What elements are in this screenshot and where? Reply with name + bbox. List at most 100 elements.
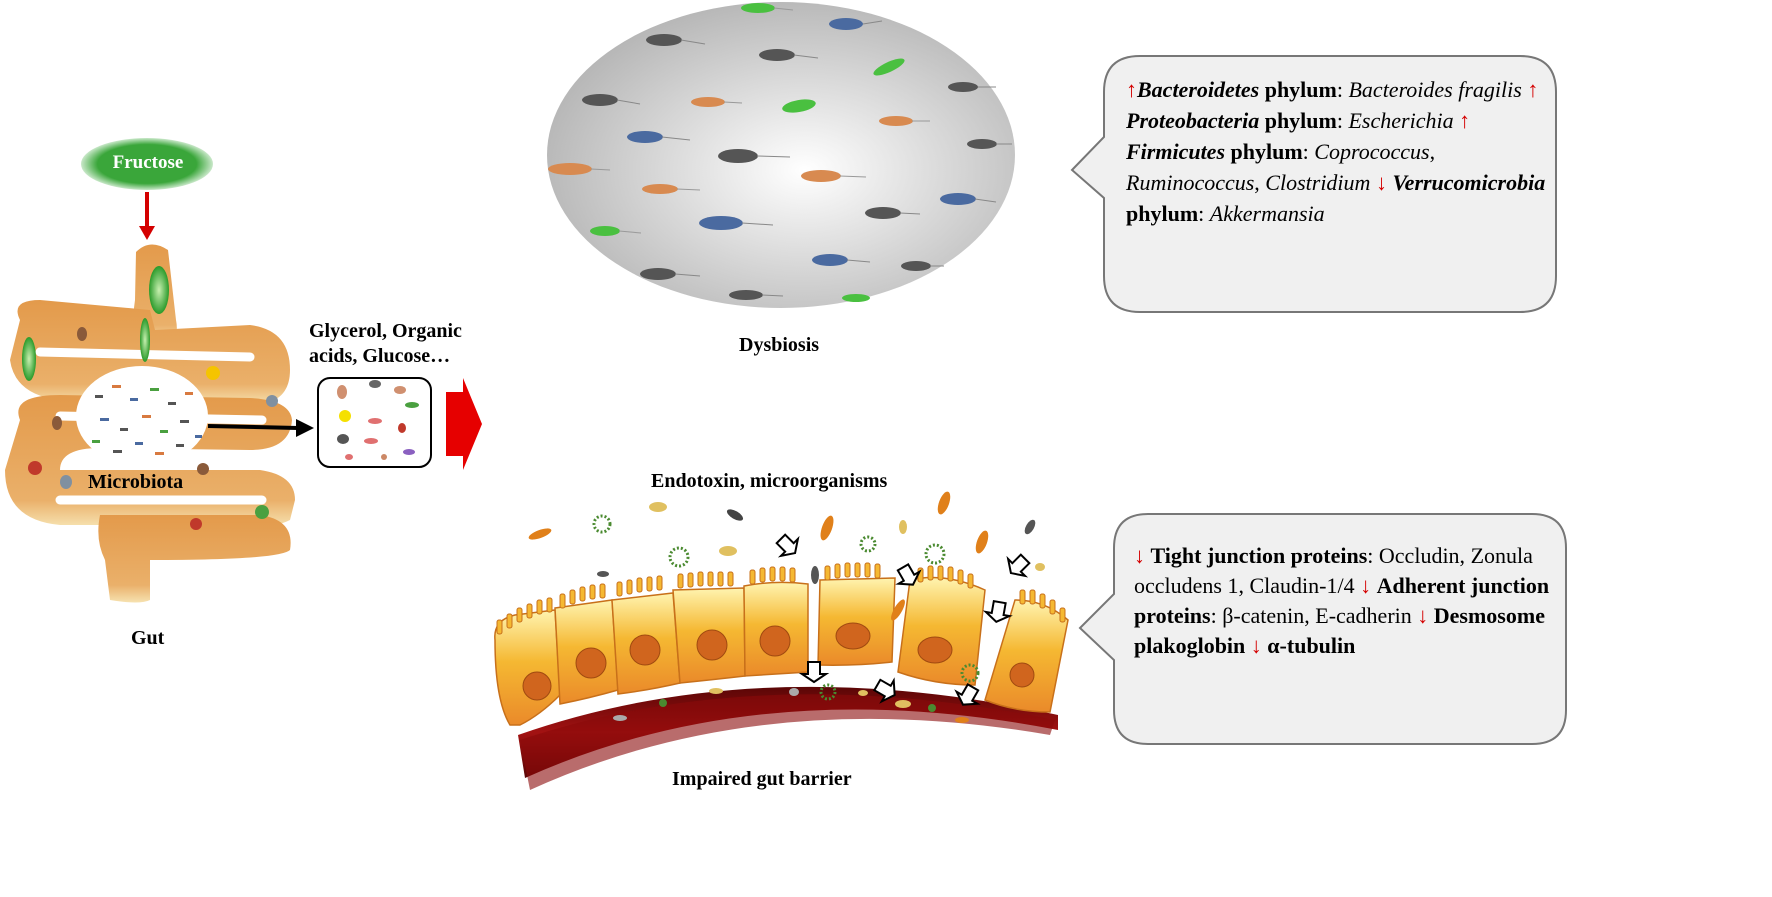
bacterium-icon: [901, 261, 944, 271]
panel-row-firmicutes: ↑ Firmicutes phylum: Coprococcus,: [1126, 108, 1471, 164]
bacterium-icon: [899, 520, 907, 534]
panel-row-adherent-junction: ↓ Adherent junction proteins: β-catenin,: [1134, 573, 1550, 628]
bacterium-icon: [1035, 563, 1045, 571]
bacterium-icon: [642, 184, 701, 194]
dysbiosis-circle: [547, 2, 1015, 308]
panel-row-tight-junction-cont: Zonula occludens 1, Claudin-1/4: [1134, 543, 1533, 598]
fructose-bubble: [81, 138, 213, 190]
arrow-down-icon: ↓: [1250, 633, 1268, 658]
bacterium-icon: [640, 268, 701, 280]
panel-row-proteobacteria: ↑ Proteobacteria phylum: Escherichia: [1126, 77, 1539, 133]
panel-row-tight-junction: ↓ Tight junction proteins: Occludin,: [1134, 543, 1466, 568]
fructose-to-gut-arrow: [139, 192, 155, 240]
microbiota-label: Microbiota: [88, 471, 184, 493]
bacterium-icon: [842, 294, 870, 302]
bacterium-icon: [975, 530, 989, 554]
panel-row-bacteroidetes: ↑Bacteroidetes phylum: Bacteroides: [1126, 77, 1453, 102]
translocation-arrows: [775, 533, 1031, 706]
bacterium-icon: [1024, 519, 1036, 535]
fructose-label: Fructose: [112, 152, 184, 173]
arrow-down-icon: ↓: [1360, 573, 1377, 598]
bacterium-icon: [967, 139, 1012, 149]
dysbiosis-panel: ↑Bacteroidetes phylum: Bacteroides fragi…: [1126, 74, 1546, 229]
bacterium-icon: [801, 170, 867, 182]
bacterium-icon: [597, 571, 609, 577]
fructose-capsule: [149, 266, 169, 314]
virus-icon: [924, 543, 946, 565]
virus-icon: [819, 683, 837, 701]
bacterium-icon: [649, 502, 667, 512]
virus-icon: [859, 535, 877, 553]
bacterium-icon: [812, 254, 871, 266]
arrow-up-icon: ↑: [1126, 77, 1137, 102]
arrow-up-icon: ↑: [1459, 108, 1471, 133]
bacterium-icon: [879, 116, 930, 126]
bacterium-icon: [865, 207, 921, 219]
bacterium-icon: [782, 99, 816, 113]
bacterium-icon: [873, 58, 905, 76]
hollow-arrow-icon: [1006, 553, 1031, 578]
epithelial-cells: [494, 562, 1069, 726]
arrow-up-icon: ↑: [1527, 77, 1539, 102]
microbiota-bacteria: [92, 385, 202, 455]
bacterium-icon: [891, 599, 905, 621]
metabolites-box: [317, 377, 432, 468]
bacterium-icon: [811, 566, 819, 584]
arrow-down-icon: ↓: [1417, 603, 1434, 628]
bacterium-icon: [646, 34, 706, 46]
barrier-callout-shape: [1078, 513, 1567, 745]
panel-row-bacteroidetes-cont: fragilis: [1458, 77, 1522, 102]
panel-row-adherent-junction-cont: E-cadherin: [1315, 603, 1412, 628]
fructose-capsule: [22, 337, 36, 381]
barrier-panel: ↓ Tight junction proteins: Occludin, Zon…: [1134, 541, 1564, 661]
bacterium-icon: [719, 546, 737, 556]
bacterium-icon: [820, 515, 834, 541]
arrow-down-icon: ↓: [1375, 170, 1393, 195]
red-arrow-icon: [446, 378, 482, 470]
hollow-arrow-icon: [954, 682, 981, 706]
microbiota-to-metabolites-arrow: [207, 419, 314, 437]
bacterium-icon: [582, 94, 641, 106]
bacterium-icon: [548, 163, 611, 175]
bacterium-icon: [718, 149, 791, 163]
blood-vessel: [518, 686, 1058, 790]
bacterium-icon: [726, 509, 744, 521]
endotoxin-label: Endotoxin, microorganisms: [651, 470, 888, 492]
bacterium-icon: [829, 18, 883, 30]
hollow-arrow-icon: [872, 677, 896, 704]
hollow-arrow-icon: [982, 599, 1013, 624]
panel-row-verrucomicrobia: ↓ Verrucomicrobia phylum:: [1126, 170, 1546, 226]
fructose-capsule: [140, 318, 150, 362]
impaired-barrier-label: Impaired gut barrier: [672, 768, 852, 790]
bacterium-icon: [691, 97, 743, 107]
bacterium-icon: [937, 491, 951, 515]
panel-row-firmicutes-cont: Ruminococcus, Clostridium: [1126, 170, 1371, 195]
dysbiosis-bacteria: [548, 3, 1012, 302]
hollow-arrow-icon: [895, 562, 922, 586]
panel-row-verrucomicrobia-cont: Akkermansia: [1209, 201, 1325, 226]
bacterium-icon: [528, 528, 552, 540]
panel-row-desmosome: ↓ Desmosome plakoglobin: [1134, 603, 1545, 658]
bacterium-icon: [699, 216, 774, 230]
panel-row-tubulin: ↓ α-tubulin: [1250, 633, 1356, 658]
arrow-down-icon: ↓: [1134, 543, 1151, 568]
virus-icon: [960, 663, 980, 683]
bacterium-icon: [948, 82, 996, 92]
metabolites-label-line1: Glycerol, Organic: [309, 320, 462, 342]
hollow-arrow-icon: [798, 661, 830, 684]
gut-illustration: [5, 244, 295, 603]
bacterium-icon: [627, 131, 691, 143]
bacterium-icon: [729, 290, 784, 300]
bacterium-icon: [741, 3, 794, 13]
gut-label: Gut: [131, 627, 165, 649]
bacterium-icon: [590, 226, 642, 236]
bacterium-icon: [759, 49, 819, 61]
virus-icon: [668, 546, 690, 568]
fructose-badge: [81, 138, 213, 190]
metabolites-label-line2: acids, Glucose…: [309, 345, 451, 367]
bacterium-icon: [940, 193, 997, 205]
dysbiosis-label: Dysbiosis: [739, 334, 820, 356]
hollow-arrow-icon: [775, 533, 800, 558]
virus-icon: [592, 514, 612, 534]
